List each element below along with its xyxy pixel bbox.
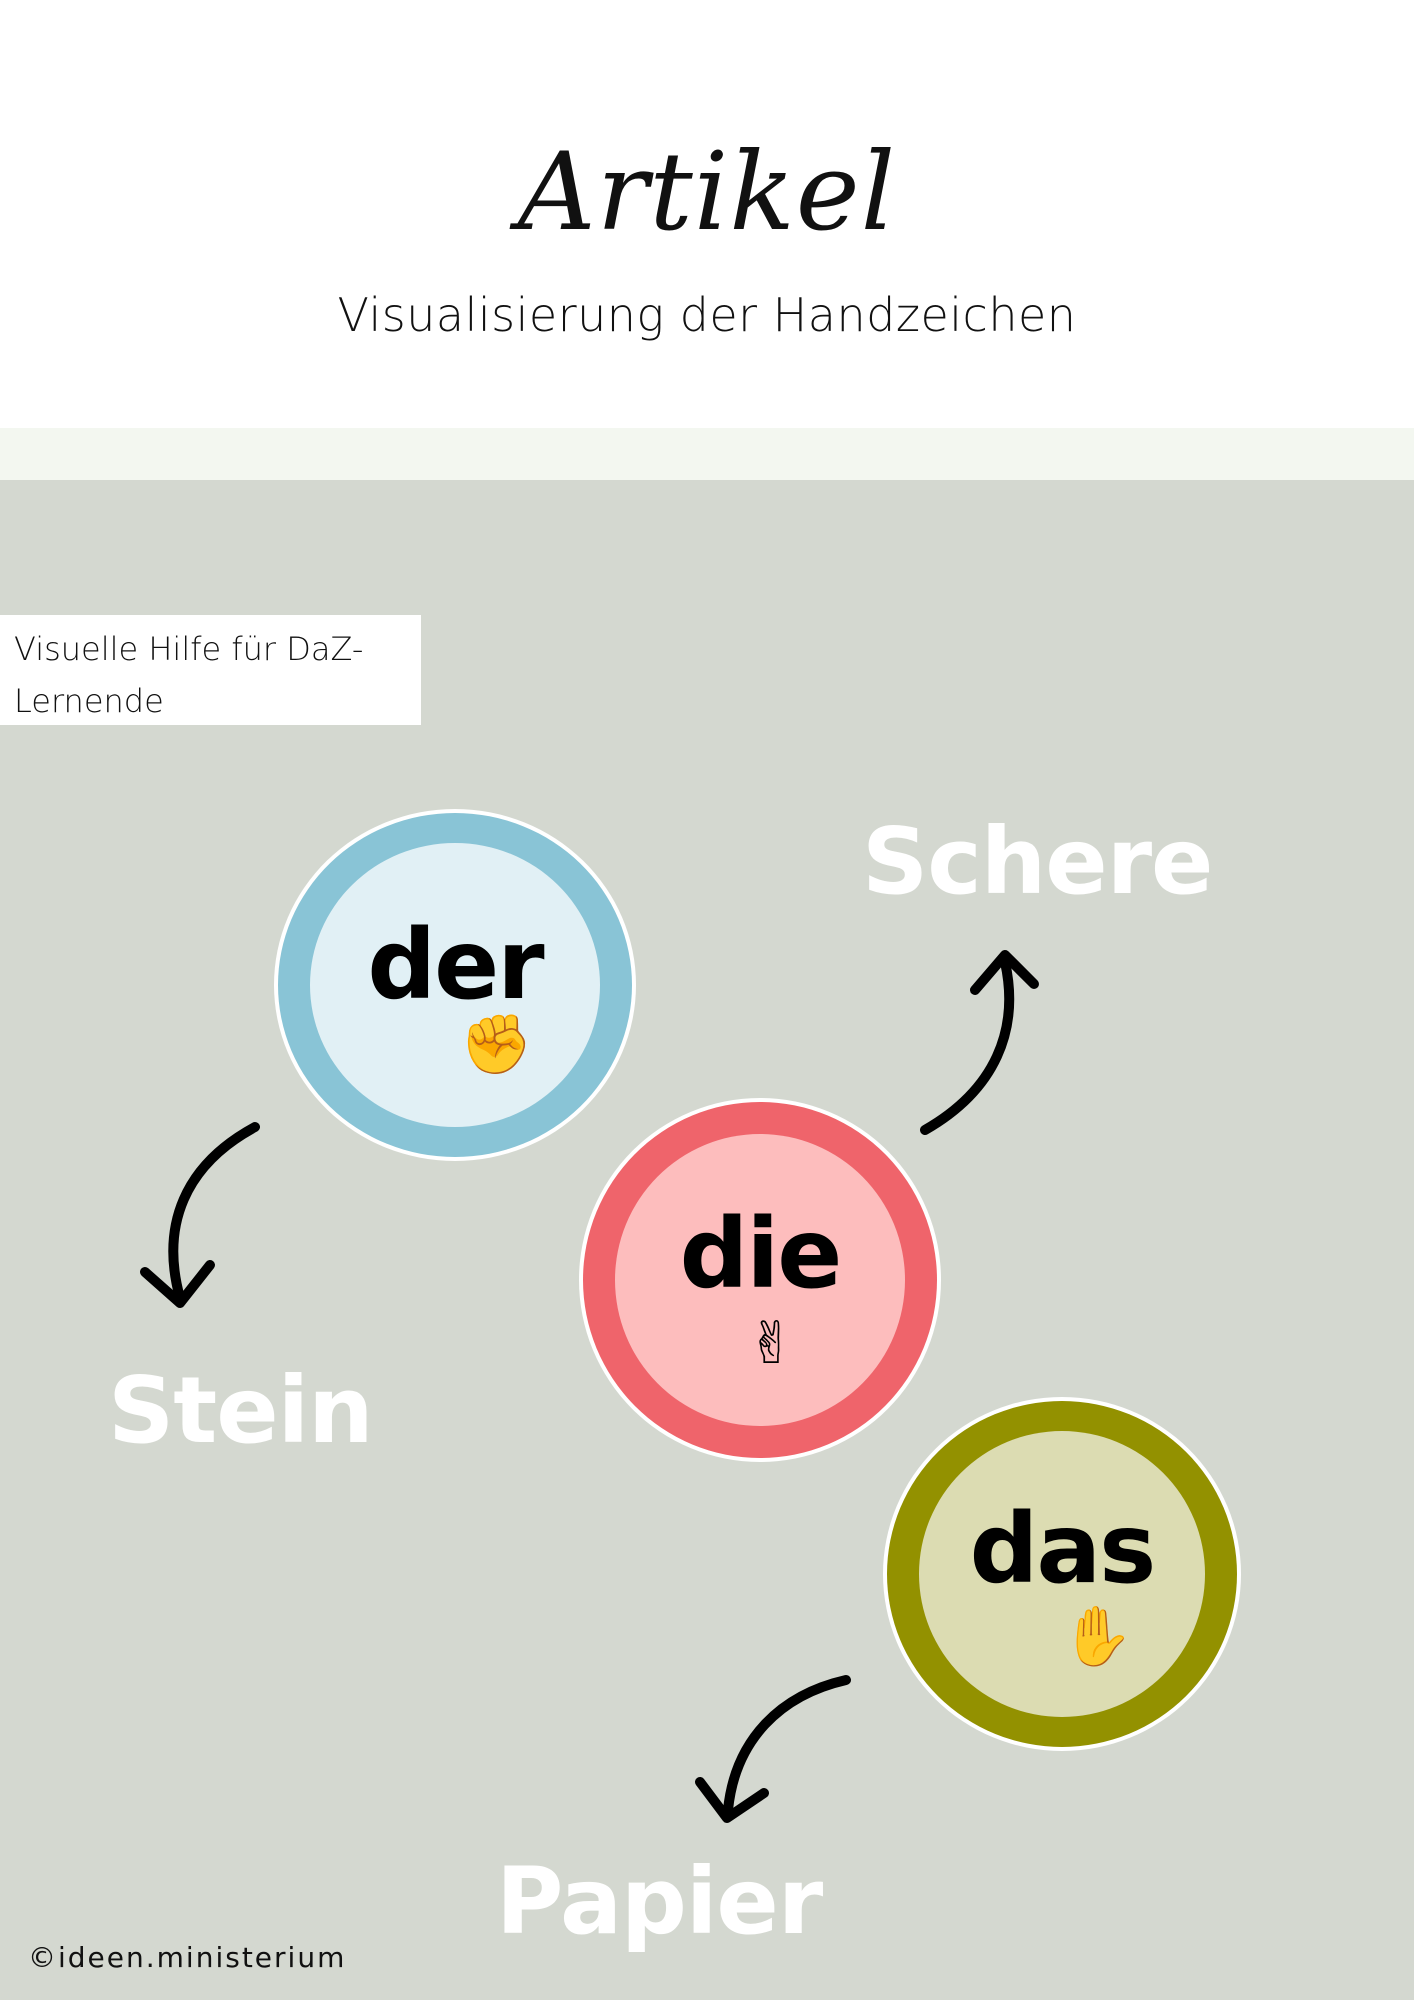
divider-band [0, 428, 1414, 480]
page-title: Artikel [517, 130, 897, 255]
arrow-das-to-papier [723, 1675, 851, 1815]
fist-hand-icon: ✊ [460, 1010, 533, 1078]
article-circle-der: der ✊ [274, 809, 636, 1161]
arrow-die-to-schere [920, 957, 1015, 1135]
page-subtitle: Visualisierung der Handzeichen [337, 288, 1077, 342]
open-hand-icon: ✋ [1061, 1602, 1134, 1670]
article-label-der: der [367, 909, 544, 1021]
label-stein: Stein [108, 1357, 374, 1464]
article-fill-das [919, 1431, 1205, 1717]
note-box: Visuelle Hilfe für DaZ- Lernende [0, 615, 421, 725]
note-line-2: Lernende [14, 682, 164, 720]
arrow-der-to-stein [168, 1122, 260, 1303]
article-fill-der [310, 843, 600, 1127]
label-schere: Schere [862, 808, 1213, 915]
header: Artikel Visualisierung der Handzeichen [0, 0, 1414, 428]
article-fill-die [615, 1134, 905, 1426]
arrowhead-schere [970, 950, 1039, 995]
arrowhead-stein [140, 1260, 215, 1308]
copyright: ©ideen.ministerium [28, 1941, 347, 1974]
label-papier: Papier [496, 1848, 823, 1955]
article-circle-das: das ✋ [883, 1397, 1241, 1751]
arrowhead-papier [695, 1777, 769, 1823]
article-label-die: die [679, 1198, 843, 1310]
article-circle-die: die ✌ [579, 1098, 941, 1462]
article-label-das: das [969, 1493, 1157, 1605]
note-line-1: Visuelle Hilfe für DaZ- [14, 630, 364, 668]
victory-hand-icon: ✌ [747, 1309, 796, 1377]
